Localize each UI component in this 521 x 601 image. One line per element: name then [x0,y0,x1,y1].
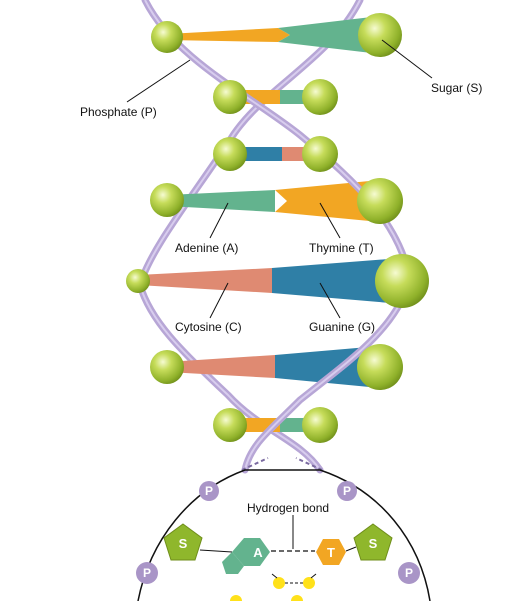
backbone-strand-back-highlight [138,0,361,471]
phosphate-group: P [136,562,158,584]
sugar-leader [381,39,433,79]
sugar-sphere [151,21,183,53]
thymine-base: T [316,539,346,565]
svg-text:P: P [343,484,351,498]
phosphate-group: P [337,481,357,501]
svg-text:P: P [405,566,413,580]
sugar-sphere [357,344,403,390]
svg-text:S: S [369,536,378,551]
thymine-segment [275,180,380,222]
sugar-sphere [375,254,429,308]
adenine-leader [209,202,229,239]
sugar-sphere [302,407,338,443]
hydrogen-atoms [230,573,317,601]
cytosine-label: Cytosine (C) [175,320,242,334]
sugar-label: Sugar (S) [431,81,482,95]
sugar-sphere [150,183,184,217]
sugar-sphere [213,80,247,114]
guanine-segment [272,258,402,304]
guanine-label: Guanine (G) [309,320,375,334]
sugar-sphere [357,178,403,224]
hydrogen-bond-label: Hydrogen bond [247,501,329,515]
sugar-sphere [150,350,184,384]
sugar-sphere [358,13,402,57]
base-pair-1 [167,16,380,54]
adenine-segment [167,190,275,212]
svg-text:T: T [327,545,335,560]
base-pair-6 [167,346,380,388]
svg-text:P: P [205,484,213,498]
sugar-sphere [213,137,247,171]
backbone-strand-front [141,0,414,474]
cytosine-segment [138,268,272,293]
phosphate-group: P [398,562,420,584]
sugar-sphere [302,79,338,115]
svg-text:P: P [143,566,151,580]
detail-circle [137,469,431,601]
cytosine-leader [209,282,229,319]
sugar-sphere [126,269,150,293]
sugar-sphere [213,408,247,442]
adenine-label: Adenine (A) [175,241,238,255]
backbone-strand-front-highlight [144,0,412,471]
base-pair-cytosine-guanine [138,258,402,304]
guanine-leader [319,282,341,319]
svg-text:A: A [253,545,263,560]
base-pair-adenine-thymine [167,180,380,222]
backbone-strand-back [136,0,364,474]
sugar-pentagon: S [353,523,393,561]
phosphate-label: Phosphate (P) [80,105,157,119]
sugar-sphere [302,136,338,172]
phosphate-leader [126,59,191,103]
thymine-label: Thymine (T) [309,241,374,255]
adenine-base: A [222,538,270,574]
svg-text:S: S [179,536,188,551]
thymine-leader [319,202,341,239]
sugar-spheres [126,13,429,443]
sugar-pentagon: S [163,523,203,561]
phosphate-group: P [199,481,219,501]
